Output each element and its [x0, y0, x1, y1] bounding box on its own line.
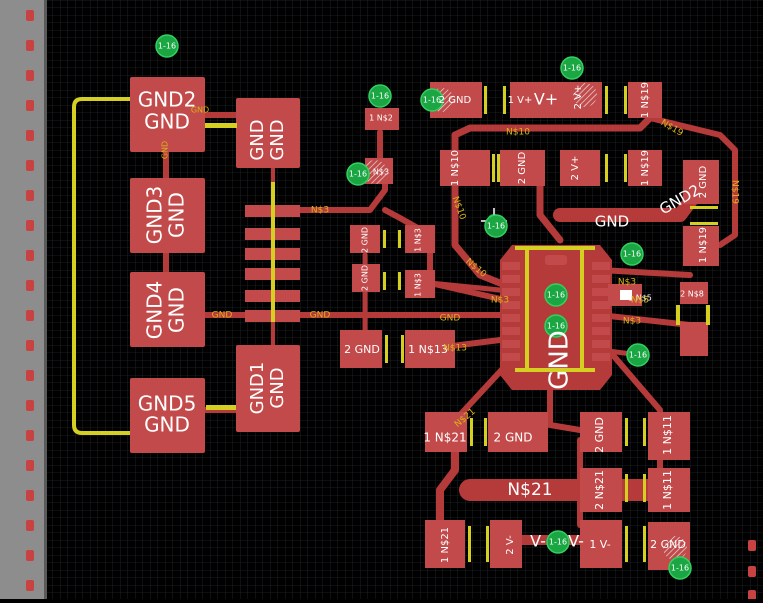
net-label-n3: N$3	[311, 206, 329, 216]
net-label-n5: N$5	[631, 296, 649, 306]
pad-label-gnd5: GND5	[138, 392, 197, 416]
pad-label-ic-gnd: GND	[545, 330, 575, 390]
vias[interactable]: 1-16 1-16 1-16 1-16 1-16 1-16 1-16 1-16 1-16 1-16…	[155, 34, 692, 580]
via-label: 1-16	[158, 42, 176, 51]
via-label: 1-16	[629, 351, 647, 360]
c_bot_3-pad-a: 2 N$21	[593, 470, 606, 510]
c_small_3-pad-b: N$3	[373, 168, 389, 177]
via-icon[interactable]: 1-16	[668, 556, 692, 580]
ic-pins	[502, 262, 610, 361]
via-icon[interactable]: 1-16	[484, 214, 508, 238]
c_small_1-pad-a: 2 GND	[361, 227, 370, 253]
net-label-gnd-5: GND	[161, 141, 170, 159]
via-label: 1-16	[547, 322, 565, 331]
via-icon[interactable]: 1-16	[368, 84, 392, 108]
via-label: 1-16	[547, 291, 565, 300]
net-label-gnd-2: GND	[310, 311, 331, 321]
component-pads	[340, 82, 719, 570]
via-icon[interactable]: 1-16	[626, 343, 650, 367]
c_bot_1-pad-a: 1 N$21	[423, 431, 466, 445]
pad-label-gnd1: GND1	[247, 362, 268, 415]
net-label-n3-c: N$3	[623, 317, 641, 327]
pad-label-gnd4-net: GND	[165, 287, 189, 333]
c_small_1-pad-b: 1 N$3	[414, 228, 423, 252]
c_bot_5-pad-b: 2 GND	[650, 538, 686, 551]
pad-label-gnd-top: GND	[247, 119, 268, 160]
silkscreen-outline	[72, 97, 130, 435]
c_top_1-pad-a: 2 GND	[439, 95, 472, 106]
via-icon[interactable]: 1-16	[544, 283, 568, 307]
net-label-n19: N$19	[730, 180, 740, 204]
pad-label-gnd5-net: GND	[144, 413, 190, 437]
via-icon[interactable]: 1-16	[620, 242, 644, 266]
c_top_1-pad-b: 1 V+	[508, 95, 533, 106]
c_bot_5-pad-a: 1 V-	[589, 538, 610, 551]
pad-label-gnd1-net: GND	[267, 367, 288, 408]
via-icon[interactable]: 1-16	[546, 530, 570, 554]
via-label: 1-16	[487, 222, 505, 231]
net-label-vplus: V+	[534, 90, 558, 109]
via-icon[interactable]: 1-16	[560, 56, 584, 80]
c_mid_1-pad-a: 1 N$10	[450, 150, 461, 186]
pad-label-gnd3-net: GND	[165, 192, 189, 238]
c_bot_3-pad-b: 1 N$11	[661, 470, 674, 510]
via-icon[interactable]: 1-16	[544, 314, 568, 338]
pad-label-gnd2: GND2	[138, 88, 197, 112]
c_left_h-pad-b: 1 N$13	[408, 343, 448, 356]
via-label: 1-16	[349, 170, 367, 179]
c_bot_2-pad-b: 1 N$11	[661, 415, 674, 455]
net-label-n21: N$21	[507, 480, 552, 500]
c_bot_2-pad-a: 2 GND	[593, 417, 606, 453]
c_right_vert-pad-b: 1 N$19	[698, 227, 709, 263]
c_right_vert-pad-a: 2 GND	[698, 165, 709, 198]
via-label: 1-16	[371, 92, 389, 101]
via-icon[interactable]: 1-16	[346, 162, 370, 186]
c_mid_2-pad-b: 1 N$19	[640, 150, 651, 186]
via-label: 1-16	[423, 96, 441, 105]
net-label-n13: N$13	[443, 344, 467, 354]
via-label: 1-16	[563, 64, 581, 73]
net-label-vminus-1: V-	[530, 532, 546, 551]
net-label-gnd-1: GND	[212, 311, 233, 321]
c_small_right-pad-b: 2 N$8	[680, 290, 704, 299]
c_top_2-pad-a: 2 V+	[573, 85, 584, 110]
c_small_3-pad-a: 1 N$2	[369, 114, 393, 123]
c_bot_4-pad-b: 2 V-	[505, 535, 516, 555]
via-label: 1-16	[671, 564, 689, 573]
c_small_2-pad-b: 1 N$3	[414, 273, 423, 297]
pad-label-gnd4: GND4	[143, 281, 167, 340]
net-label-vminus-2: V-	[568, 532, 584, 551]
c_left_h-pad-a: 2 GND	[344, 343, 380, 356]
pad-label-gnd-top-net: GND	[267, 119, 288, 160]
c_top_2-pad-b: 1 N$19	[640, 82, 651, 118]
pad-label-gnd3: GND3	[143, 186, 167, 245]
c_small_2-pad-a: 2 GND	[361, 265, 370, 291]
via-label: 1-16	[623, 250, 641, 259]
c_mid_2-pad-a: 2 V+	[570, 156, 581, 181]
c_bot_4-pad-a: 1 N$21	[440, 527, 451, 563]
gnd-pads	[130, 77, 300, 453]
via-icon[interactable]: 1-16	[420, 88, 444, 112]
c_small_right-pad-a: 1 N$5	[628, 294, 652, 303]
net-label-gnd-4: GND	[595, 213, 629, 231]
component-silk	[383, 86, 718, 562]
net-label-n3-d: N$3	[618, 278, 636, 288]
net-label-n10: N$10	[506, 128, 530, 138]
c_bot_1-pad-b: 2 GND	[494, 431, 533, 445]
net-label-n3-b: N$3	[491, 296, 509, 306]
c_mid_1-pad-b: 2 GND	[517, 151, 528, 184]
net-label-gnd-3: GND	[440, 314, 461, 324]
net-label-gnd-6: GND	[191, 106, 209, 115]
via-label: 1-16	[549, 538, 567, 547]
via-icon[interactable]: 1-16	[155, 34, 179, 58]
pad-label-gnd2-net: GND	[144, 110, 190, 134]
